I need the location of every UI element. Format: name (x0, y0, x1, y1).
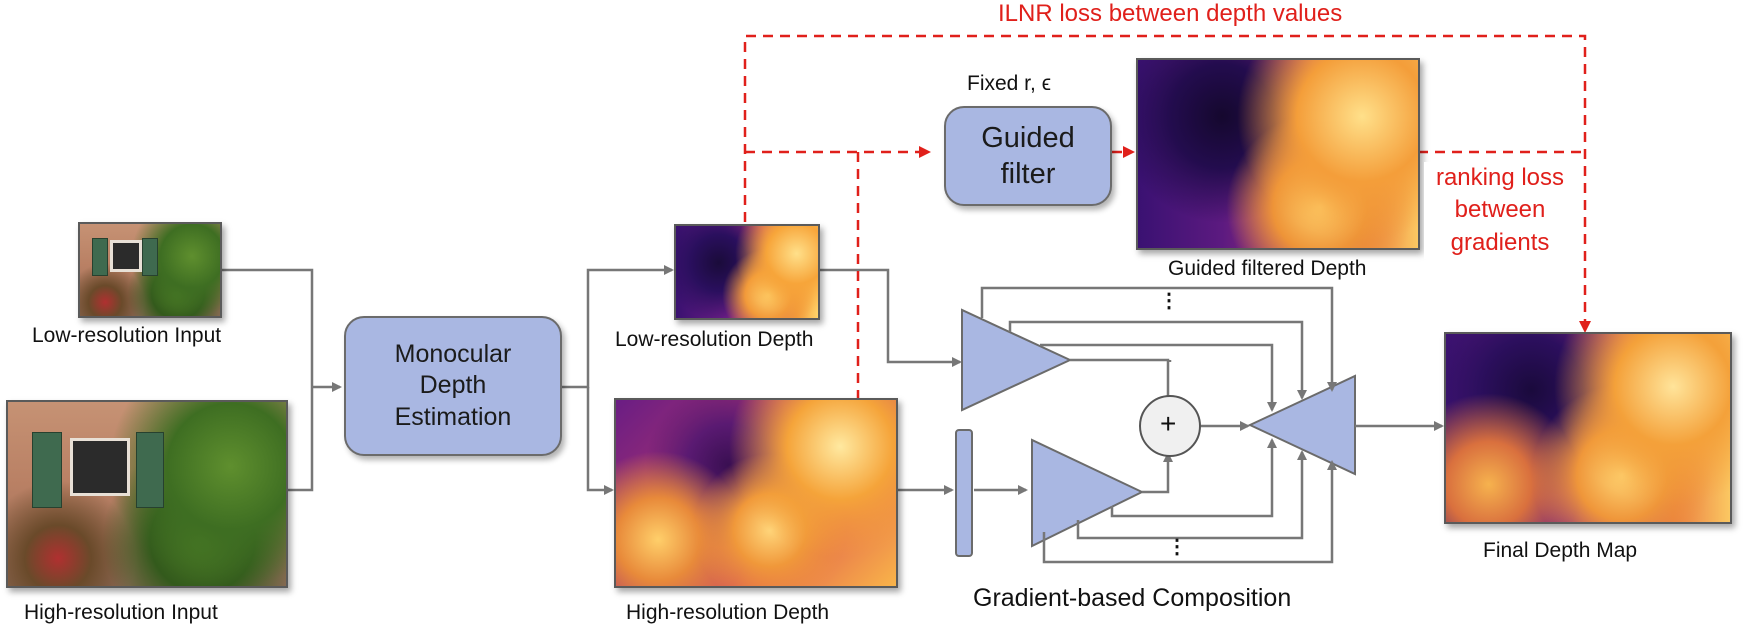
low-res-depth-image (674, 224, 820, 320)
high-res-input-label: High-resolution Input (24, 601, 218, 624)
guided-filtered-depth-label: Guided filtered Depth (1168, 257, 1367, 280)
dots-top: ⋮ (1159, 290, 1179, 312)
encoder-upper (961, 308, 1073, 412)
shutter-left (92, 238, 108, 276)
ranking-loss-label: ranking loss between gradients (1424, 162, 1576, 260)
composition-label: Gradient-based Composition (973, 584, 1292, 612)
high-res-depth-image (614, 398, 898, 588)
high-res-input-image (6, 400, 288, 588)
ilnr-loss-label: ILNR loss between depth values (998, 0, 1343, 27)
high-res-depth-label: High-resolution Depth (626, 601, 830, 624)
shutter-right (142, 238, 158, 276)
guided-filtered-depth-image (1136, 58, 1420, 250)
guided-filter-node: Guided filter (944, 106, 1112, 206)
final-depth-map-label: Final Depth Map (1483, 539, 1638, 562)
fixed-params-label: Fixed r, ϵ (967, 72, 1051, 95)
input-connectors (218, 265, 674, 495)
plus-sign: + (1160, 408, 1177, 439)
monocular-depth-estimation-node: Monocular Depth Estimation (344, 316, 562, 456)
concat-bar (955, 429, 973, 557)
final-depth-map-image (1444, 332, 1732, 524)
low-res-input-image (78, 222, 222, 318)
low-depth-to-network (818, 268, 962, 367)
dots-bottom: ⋮ (1167, 536, 1187, 558)
window (110, 240, 142, 272)
low-res-depth-label: Low-resolution Depth (615, 328, 814, 351)
window (70, 438, 130, 496)
low-res-input-label: Low-resolution Input (32, 324, 222, 347)
shutter-right (136, 432, 164, 508)
encoder-lower (1031, 438, 1145, 548)
skip-connections (980, 286, 1444, 564)
shutter-left (32, 432, 62, 508)
sum-node (1139, 395, 1201, 457)
loss-connectors (743, 34, 1591, 398)
